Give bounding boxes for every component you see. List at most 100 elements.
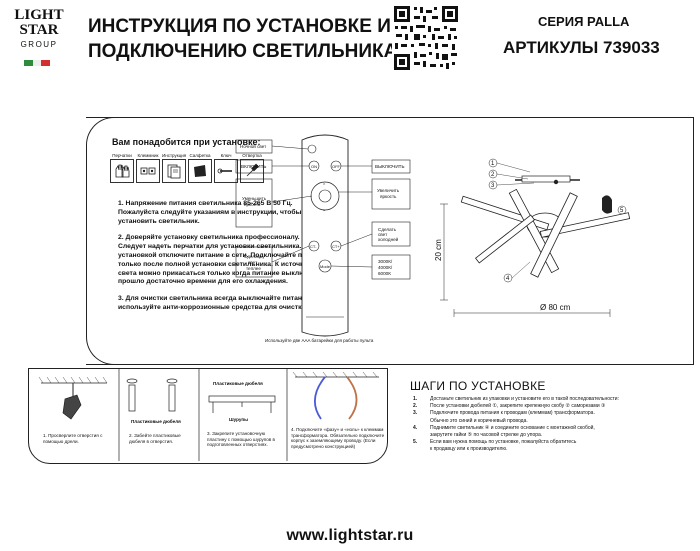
diameter-label: Ø 80 cm [540, 303, 571, 312]
brown-wire [346, 376, 358, 420]
on-label-box [235, 159, 273, 174]
website-link[interactable]: www.lightstar.ru [286, 527, 414, 544]
tool-cloth: Салфетка [188, 153, 212, 183]
step-1-caption: 1. Просверлите отверстия с помощью дрели… [43, 433, 103, 444]
off-button-label: OFF [332, 164, 341, 169]
gloves-icon [115, 164, 130, 178]
step-text: к продавцу или к производителю. [430, 446, 508, 453]
step-3-label-bottom: Шурупы [229, 417, 249, 422]
installation-steps-panel: 1. Просверлите отверстия с помощью дрели… [28, 368, 388, 464]
logo-line1: LIGHT [14, 7, 64, 23]
warm-label-2: свет [248, 260, 258, 265]
logo-line3: GROUP [20, 40, 58, 49]
step-number: 1. [413, 396, 418, 402]
tool-label: Клеммник [137, 153, 159, 158]
rule-3: 3. Для очистки светильника всегда выключ… [118, 295, 317, 311]
mode-label: Mode [320, 264, 331, 269]
remote-body [301, 134, 349, 337]
tool-gloves: Перчатки [110, 153, 134, 183]
step-text: Обычно это синий и коричневый провода. [430, 417, 528, 424]
step-3-label-top: Пластиковые дюбеля [213, 381, 263, 386]
terminal-block-icon [140, 167, 156, 175]
screwdriver-icon [246, 163, 259, 177]
temps-3: 6000К [378, 271, 391, 276]
install-steps-list: 1. Достаньте светильник из упаковки и уст… [413, 396, 693, 454]
night-label-box [235, 139, 273, 154]
logo-line2: STAR [19, 22, 59, 38]
ct-plus-label: CT+ [332, 244, 340, 249]
cool-label-3: холодней [378, 236, 399, 242]
night-label: Ночной свет [240, 143, 267, 149]
step-text: Достаньте светильник из упаковки и устан… [430, 396, 619, 402]
title-line1: ИНСТРУКЦИЯ ПО УСТАНОВКЕ И [88, 16, 391, 37]
night-button[interactable] [307, 144, 317, 154]
bright-label-1: Увеличить [377, 188, 400, 193]
install-step: Обычно это синий и коричневый провода. [413, 418, 693, 425]
step-text: Поднимите светильник ④ и соедините основ… [430, 424, 595, 431]
bright-label-box [371, 178, 411, 210]
step-number [413, 432, 430, 439]
tool-terminal: Клеммник [136, 153, 160, 183]
off-label: ВЫКЛЮЧИТЬ [375, 164, 405, 169]
articles-label: АРТИКУЛЫ 739033 [503, 38, 660, 57]
steps-illustrations [38, 369, 379, 461]
safety-rules: 1. Напряжение питания светильника 85-265… [118, 200, 328, 321]
callout-4: 4 [506, 276, 510, 282]
step-2-caption: 2. Забейте пластиковые дюбеля в отверсти… [129, 433, 181, 444]
install-steps-title: ШАГИ ПО УСТАНОВКЕ [410, 379, 546, 393]
install-step: 3. Подключите провода питания к проводам … [413, 410, 693, 417]
dowel-left [128, 384, 136, 412]
step-text: После установки дюбелей ①, закрепите кре… [430, 403, 606, 410]
install-step: 4. Поднимите светильник ④ и соедините осн… [413, 425, 693, 432]
mounting-plate [208, 395, 276, 403]
step-text: закрутите гайки ⑤ по часовой стрелке до … [430, 432, 543, 439]
drill-icon [62, 394, 82, 420]
tools-row: Перчатки Клеммник Инструкция Салфетка Кл… [110, 153, 264, 183]
remote-battery-note: Используйте две AAA батарейки для работы… [265, 338, 374, 343]
install-step: к продавцу или к производителю. [413, 446, 693, 453]
dim-label-box [235, 178, 273, 228]
up-arrow-icon: ⌃ [322, 183, 326, 189]
rule-1: 1. Напряжение питания светильника 85-265… [118, 200, 302, 225]
cool-label-1: Сделать [378, 227, 397, 232]
tool-label: Отвертка [242, 153, 262, 158]
tool-screwdriver: Отвертка [240, 153, 264, 183]
cool-label-2: свет [378, 232, 388, 237]
remote-diagram: Ночной свет ВКЛЮЧИТЬ Уменьшить яркость С… [235, 134, 411, 337]
install-step: 1. Достаньте светильник из упаковки и уст… [413, 396, 693, 403]
step-4-caption: 4. Подключите «фазу» и «ноль» к клеммам … [291, 427, 385, 449]
light-bars [460, 188, 631, 278]
requirements-title: Вам понадобится при установке: [112, 137, 261, 147]
step-text: Если вам нужна помощь по установке, пожа… [430, 439, 577, 446]
ct-minus-label: CT- [310, 244, 317, 249]
blue-wire [314, 376, 326, 420]
series-label: СЕРИЯ PALLA [538, 14, 630, 29]
mounting-bracket [521, 175, 571, 183]
bright-label-2: яркость [380, 194, 397, 199]
tool-wrench: Ключ [214, 153, 238, 183]
tool-manual: Инструкция [162, 153, 186, 183]
step-text: Подключите провода питания к проводам (к… [430, 410, 595, 417]
page-title: ИНСТРУКЦИЯ ПО УСТАНОВКЕ И ПОДКЛЮЧЕНИЮ СВ… [88, 14, 397, 64]
on-label: ВКЛЮЧИТЬ [241, 164, 266, 169]
step-number: 4. [413, 424, 418, 431]
dim-label-2: яркость [244, 202, 261, 207]
height-label: 20 cm [434, 239, 443, 261]
callout-2: 2 [491, 172, 495, 178]
title-line2: ПОДКЛЮЧЕНИЮ СВЕТИЛЬНИКА [88, 41, 398, 62]
step-number [413, 446, 430, 453]
manual-icon [167, 164, 181, 179]
callout-1: 1 [491, 161, 495, 167]
wrench-icon [217, 168, 232, 174]
step-3-caption: 3. Закрепите установочную пластину с пом… [207, 431, 275, 448]
step-number: 5. [413, 439, 418, 446]
callout-3: 3 [491, 183, 495, 189]
on-button-label: ON [311, 164, 317, 169]
down-arrow-icon: ⌄ [322, 207, 326, 213]
cloth-icon [194, 165, 206, 177]
dowel-right [168, 384, 176, 412]
step-number: 3. [413, 410, 418, 417]
center-button[interactable] [318, 189, 332, 203]
brand-logo: LIGHT STAR GROUP [8, 7, 70, 50]
italy-flag-icon [24, 60, 51, 66]
